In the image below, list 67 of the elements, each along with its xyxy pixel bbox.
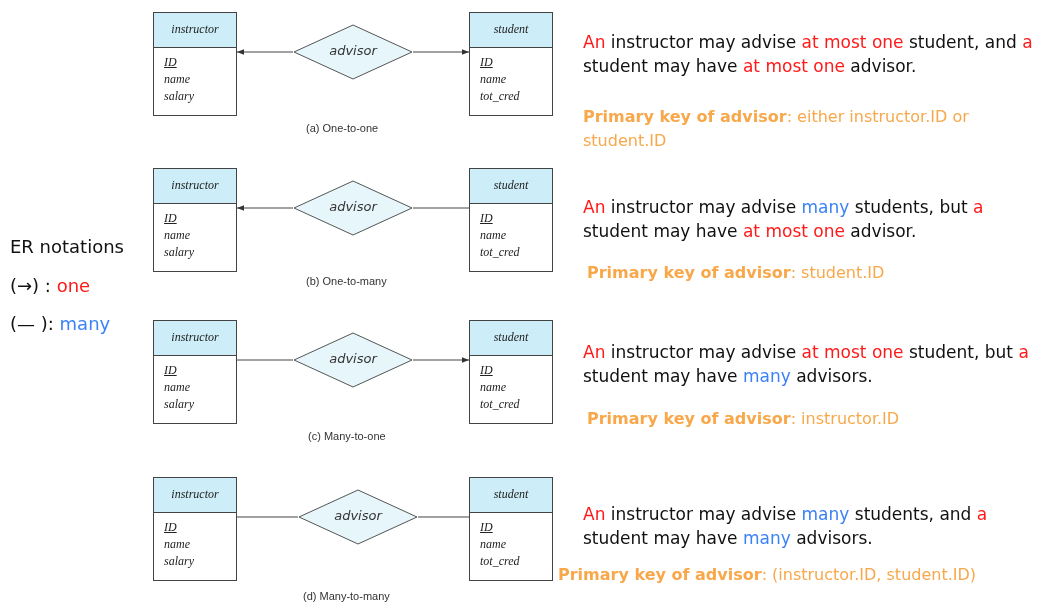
attribute: tot_cred: [480, 89, 520, 104]
attribute: salary: [164, 245, 194, 260]
attribute: tot_cred: [480, 245, 520, 260]
attribute: name: [164, 537, 190, 552]
figure-caption: (d) Many-to-many: [303, 590, 390, 602]
connector-line: [417, 516, 470, 518]
entity-name: student: [492, 330, 530, 345]
primary-key-note: Primary key of advisor: student.ID: [587, 262, 886, 284]
relationship-name: advisor: [328, 351, 379, 366]
attribute: name: [480, 228, 506, 243]
figure-caption: (b) One-to-many: [306, 275, 387, 287]
primary-key-attribute: ID: [480, 211, 493, 226]
attribute: name: [480, 72, 506, 87]
entity-name: instructor: [170, 22, 220, 37]
attribute: name: [164, 380, 190, 395]
attribute: tot_cred: [480, 554, 520, 569]
connector-line: [236, 516, 299, 518]
entity-box: [153, 168, 237, 272]
arrow: [412, 357, 470, 363]
attribute: salary: [164, 554, 194, 569]
entity-name: student: [492, 487, 530, 502]
primary-key-attribute: ID: [164, 211, 177, 226]
primary-key-attribute: ID: [480, 520, 493, 535]
attribute: name: [480, 537, 506, 552]
entity-box: [153, 12, 237, 116]
entity-name: student: [492, 22, 530, 37]
attribute: name: [164, 72, 190, 87]
relationship-name: advisor: [333, 508, 384, 523]
entity-box: [153, 320, 237, 424]
description-text: An instructor may advise many students, but a student may have at most one advisor.: [583, 196, 985, 243]
entity-box: [469, 12, 553, 116]
primary-key-attribute: ID: [164, 55, 177, 70]
entity-name: instructor: [170, 330, 220, 345]
primary-key-attribute: ID: [164, 363, 177, 378]
description-text: An instructor may advise at most one student, and a student may have at most one advisor.: [583, 31, 1034, 78]
description-text: An instructor may advise at most one student, but a student may have many advisors.: [583, 341, 1030, 388]
entity-box: [469, 168, 553, 272]
primary-key-attribute: ID: [480, 363, 493, 378]
attribute: salary: [164, 89, 194, 104]
relationship-name: advisor: [328, 43, 379, 58]
figure-caption: (a) One-to-one: [306, 122, 379, 134]
arrow: [236, 49, 294, 55]
figure-caption: (c) Many-to-one: [308, 430, 386, 442]
entity-box: [153, 477, 237, 581]
primary-key-note: Primary key of advisor: (instructor.ID, student.ID): [558, 564, 978, 586]
arrow: [412, 49, 470, 55]
entity-box: [469, 477, 553, 581]
entity-name: student: [492, 178, 530, 193]
arrow: [236, 205, 294, 211]
notation-key: (— ): many: [10, 313, 111, 334]
connector-line: [412, 207, 470, 209]
attribute: name: [480, 380, 506, 395]
entity-name: instructor: [170, 178, 220, 193]
relationship-name: advisor: [328, 199, 379, 214]
description-text: An instructor may advise many students, and a student may have many advisors.: [583, 503, 989, 550]
entity-name: instructor: [170, 487, 220, 502]
entity-box: [469, 320, 553, 424]
notation-key: (→) : one: [10, 275, 91, 296]
primary-key-attribute: ID: [164, 520, 177, 535]
notation-heading: ER notations: [10, 236, 124, 257]
attribute: salary: [164, 397, 194, 412]
connector-line: [236, 359, 294, 361]
primary-key-note: Primary key of advisor: instructor.ID: [587, 408, 901, 430]
primary-key-note: Primary key of advisor: either instructor.ID or student.ID: [583, 106, 970, 152]
attribute: name: [164, 228, 190, 243]
attribute: tot_cred: [480, 397, 520, 412]
primary-key-attribute: ID: [480, 55, 493, 70]
